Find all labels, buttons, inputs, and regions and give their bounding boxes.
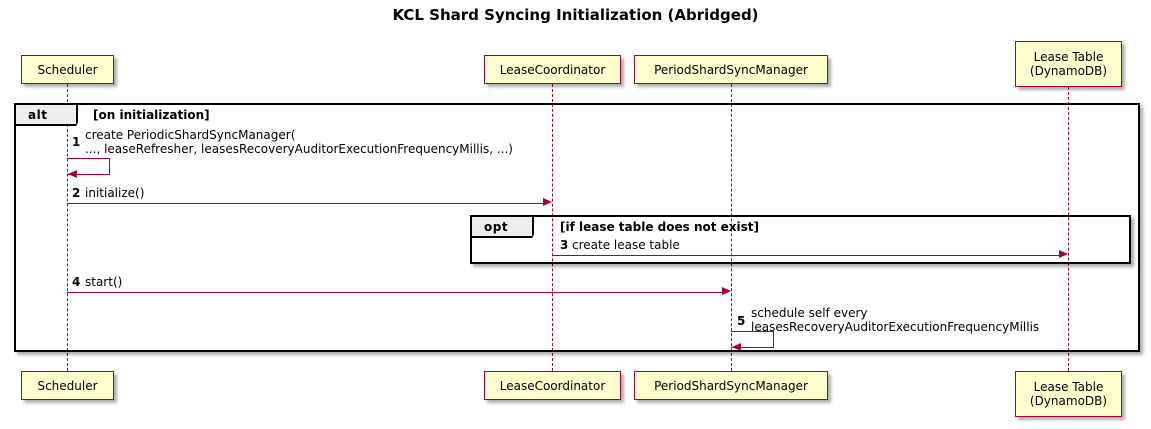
participant-scheduler-bottom[interactable]: Scheduler <box>21 371 114 400</box>
participant-lease-coordinator-bottom[interactable]: LeaseCoordinator <box>484 371 621 400</box>
message-5-number: 5 <box>737 314 746 328</box>
participant-label: Scheduler <box>37 62 98 77</box>
message-3-number: 3 <box>560 238 569 252</box>
participant-label: Scheduler <box>37 378 98 393</box>
message-4-arrowhead <box>722 287 731 295</box>
message-3-line <box>552 255 1060 256</box>
participant-label: PeriodShardSyncManager <box>654 378 808 393</box>
message-1-self-loop <box>67 158 110 175</box>
message-4-label: start() <box>85 275 123 289</box>
message-2-line <box>67 203 545 204</box>
message-1-number: 1 <box>72 135 81 149</box>
lifeline-lease-coordinator <box>552 84 553 371</box>
frame-alt-condition: [on initialization] <box>93 108 210 122</box>
message-2-label: initialize() <box>85 186 145 200</box>
frame-opt <box>470 215 1131 264</box>
frame-alt <box>14 103 1140 352</box>
frame-opt-condition: [if lease table does not exist] <box>560 220 760 234</box>
participant-lease-table-top[interactable]: Lease Table (DynamoDB) <box>1015 41 1122 87</box>
message-5-self-loop <box>731 331 774 348</box>
lifeline-lease-table <box>1068 87 1069 371</box>
message-2-number: 2 <box>72 186 81 200</box>
participant-lease-coordinator-top[interactable]: LeaseCoordinator <box>484 55 621 84</box>
lifeline-period-shard-sync-manager <box>731 84 732 371</box>
lifeline-scheduler <box>67 84 68 371</box>
participant-period-shard-sync-manager-top[interactable]: PeriodShardSyncManager <box>634 55 828 84</box>
frame-alt-tab: alt <box>16 105 88 126</box>
message-3-arrowhead <box>1059 250 1068 258</box>
participant-label: LeaseCoordinator <box>499 378 606 393</box>
participant-label: Lease Table (DynamoDB) <box>1029 380 1108 408</box>
message-1-label: create PeriodicShardSyncManager( ..., le… <box>85 128 513 156</box>
message-3-label: create lease table <box>572 238 680 252</box>
message-4-number: 4 <box>72 275 81 289</box>
message-5-label: schedule self every leasesRecoveryAudito… <box>751 306 1040 334</box>
frame-opt-tab: opt <box>472 217 544 238</box>
message-2-arrowhead <box>543 198 552 206</box>
page-title: KCL Shard Syncing Initialization (Abridg… <box>392 6 759 24</box>
participant-lease-table-bottom[interactable]: Lease Table (DynamoDB) <box>1015 371 1122 417</box>
participant-label: Lease Table (DynamoDB) <box>1029 50 1108 78</box>
participant-period-shard-sync-manager-bottom[interactable]: PeriodShardSyncManager <box>634 371 828 400</box>
message-1-arrowhead <box>68 170 77 178</box>
participant-label: LeaseCoordinator <box>499 62 606 77</box>
message-4-line <box>67 292 724 293</box>
message-5-arrowhead <box>732 343 741 351</box>
participant-scheduler-top[interactable]: Scheduler <box>21 55 114 84</box>
participant-label: PeriodShardSyncManager <box>654 62 808 77</box>
